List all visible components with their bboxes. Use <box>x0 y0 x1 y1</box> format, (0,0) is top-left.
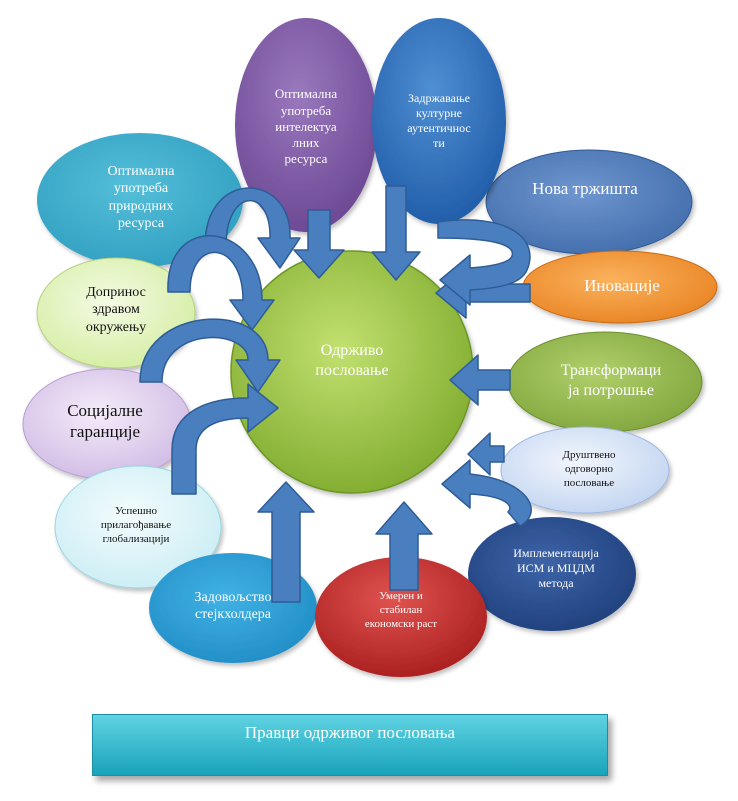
bubble-intellect <box>235 18 377 232</box>
arrow-intellect <box>293 209 345 279</box>
label-consumption: Трансформаци ја потрошње <box>560 362 662 399</box>
arrow-methods <box>441 459 532 527</box>
arrow-social <box>139 318 281 393</box>
footer-title-bar: Правци одрживог пословања <box>92 714 608 776</box>
arrow-stakeholders <box>257 481 315 603</box>
label-center: Одрживо пословање <box>315 342 389 379</box>
bubble-growth <box>315 557 487 677</box>
arrow-natural <box>204 187 301 269</box>
label-stakeholders: Задовољство стејкхолдера <box>194 589 272 623</box>
bubble-natural <box>37 133 243 267</box>
bubble-methods <box>468 517 636 631</box>
label-growth: Умерен и стабилан економски раст <box>364 590 438 630</box>
arrow-growth <box>375 501 433 591</box>
label-intellect: Оптимална употреба интелектуа лних ресур… <box>274 86 338 167</box>
label-globalization: Успешно прилагођавање глобализацији <box>100 505 172 545</box>
bubble-health <box>36 257 196 369</box>
label-natural: Оптимална употреба природних ресурса <box>107 163 175 232</box>
arrow-responsible <box>467 432 505 476</box>
bubble-globalization <box>54 465 222 589</box>
label-methods: Имплементација ИСМ и МЦДМ метода <box>513 545 599 590</box>
arrow-globalization <box>171 383 279 495</box>
label-markets: Нова тржишта <box>532 179 638 199</box>
label-culture: Задржавање културне аутентичнос ти <box>407 91 471 150</box>
arrow-culture <box>371 185 421 281</box>
footer-title: Правци одрживог пословања <box>244 723 456 742</box>
label-responsible: Друштвено одговорно пословање <box>562 449 616 489</box>
bubble-responsible <box>500 426 670 514</box>
label-social: Социјалне гаранције <box>67 400 143 441</box>
arrow-health <box>167 235 275 331</box>
bubble-culture <box>372 18 506 224</box>
arrow-consumption <box>449 354 511 406</box>
label-innovation: Иновације <box>584 276 660 296</box>
label-health: Допринос здравом окружењу <box>85 284 147 335</box>
arrow-markets <box>437 219 531 306</box>
